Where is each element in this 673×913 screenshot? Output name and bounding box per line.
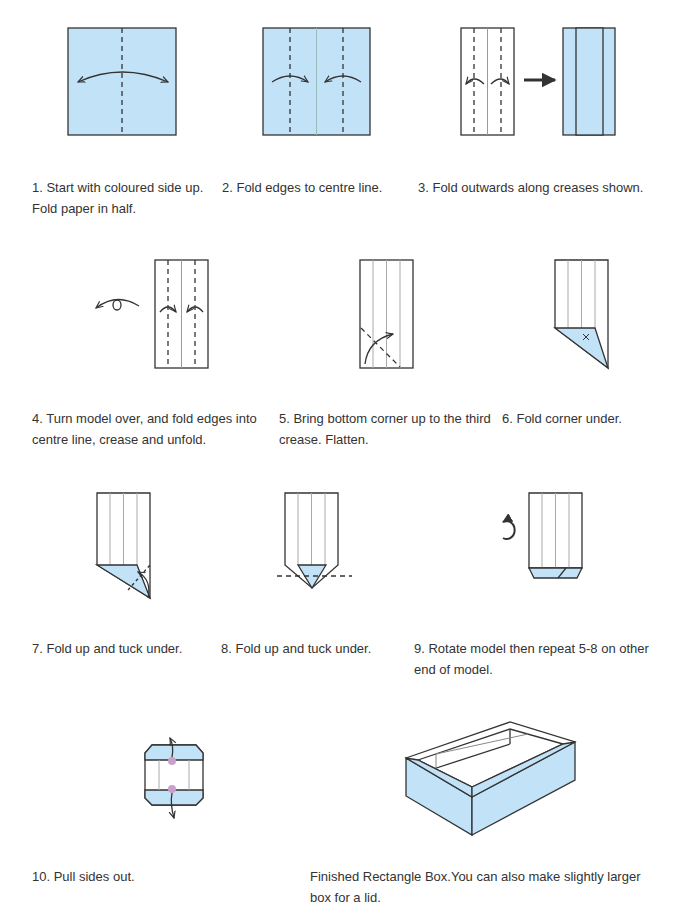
step-caption: 8. Fold up and tuck under. [221,638,411,659]
step-caption-text: 1. Start with coloured side up. Fold pap… [32,180,203,216]
step-caption-text: 5. Bring bottom corner up to the third c… [279,411,491,447]
step-caption: 3. Fold outwards along creases shown. [418,177,668,198]
step-caption-text: 9. Rotate model then repeat 5-8 on other… [414,641,649,677]
step-caption: 9. Rotate model then repeat 5-8 on other… [414,638,666,680]
step-caption: 7. Fold up and tuck under. [32,638,217,659]
step-caption-text: 4. Turn model over, and fold edges into … [32,411,257,447]
step-caption: 5. Bring bottom corner up to the third c… [279,408,494,450]
step-caption: 2. Fold edges to centre line. [222,177,414,198]
step-caption: 10. Pull sides out. [32,866,282,887]
step-caption: 4. Turn model over, and fold edges into … [32,408,272,450]
step-caption: 1. Start with coloured side up. Fold pap… [32,177,217,219]
step-caption-text: 6. Fold corner under. [502,411,622,426]
step-caption-text: 3. Fold outwards along creases shown. [418,180,643,195]
step-caption: Finished Rectangle Box.You can also make… [310,866,660,908]
step-caption: 6. Fold corner under. [502,408,667,429]
step-caption-text: 2. Fold edges to centre line. [222,180,382,195]
step-caption-text: 10. Pull sides out. [32,869,135,884]
step-caption-text: Finished Rectangle Box.You can also make… [310,869,640,905]
step-caption-text: 7. Fold up and tuck under. [32,641,182,656]
step-caption-text: 8. Fold up and tuck under. [221,641,371,656]
